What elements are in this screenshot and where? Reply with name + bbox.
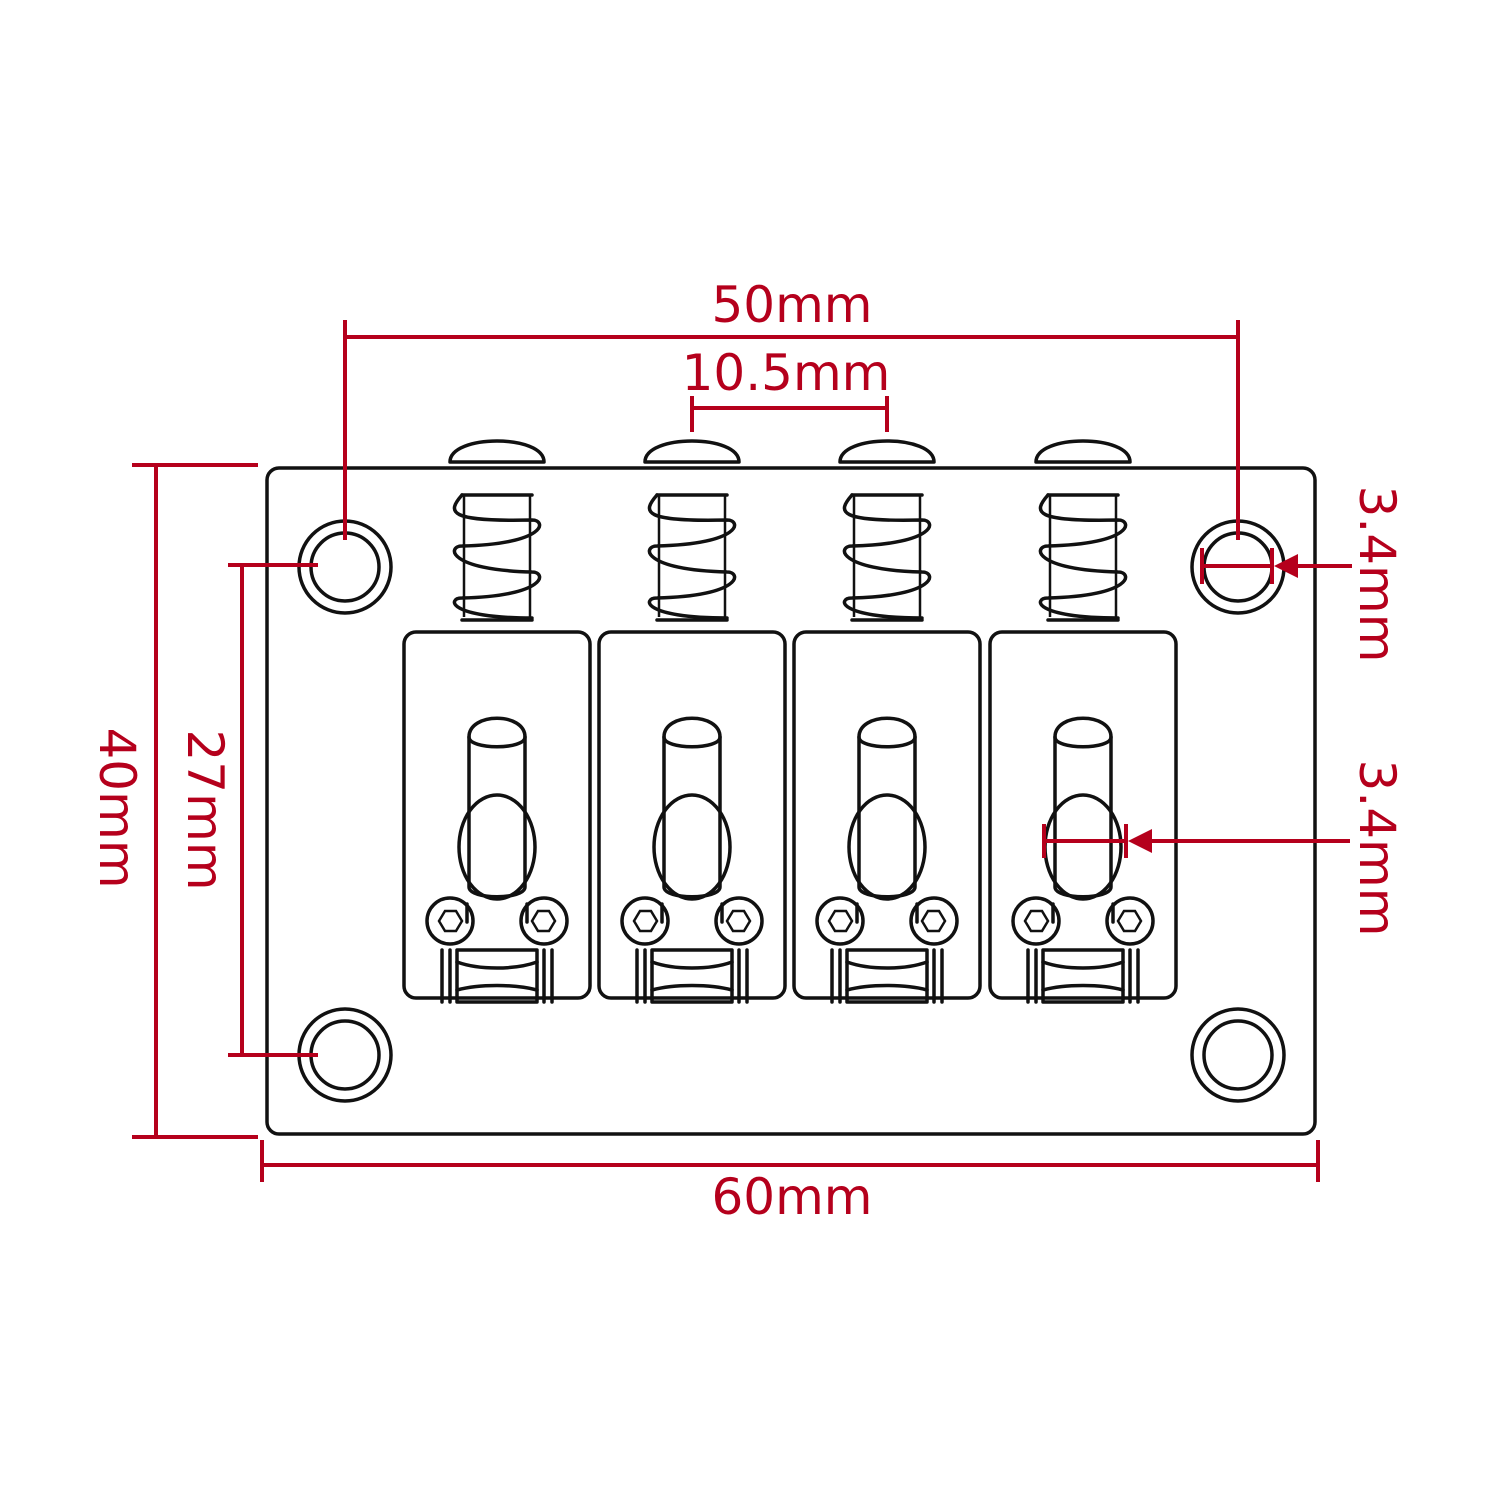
dimension-saddle-spacing: 10.5mm — [682, 344, 891, 432]
mount-holes — [297, 519, 1286, 1103]
label-mount-hole-3-4mm: 3.4mm — [1348, 486, 1406, 663]
mount-hole-bottom-right — [1190, 1007, 1286, 1103]
saddle-1 — [402, 439, 592, 1004]
dimension-mount-hole-diameter: 3.4mm — [1200, 486, 1406, 663]
label-string-hole-3-4mm: 3.4mm — [1348, 760, 1406, 937]
saddle-2 — [597, 439, 787, 1004]
base-plate — [265, 466, 1317, 1136]
saddle-4 — [988, 439, 1178, 1004]
label-27mm: 27mm — [176, 729, 234, 890]
saddle-3 — [792, 439, 982, 1004]
label-50mm: 50mm — [711, 276, 872, 334]
dimension-plate-width: 60mm — [260, 1140, 1320, 1226]
dimension-plate-height: 40mm — [88, 463, 258, 1139]
dimension-mount-spacing-height: 27mm — [176, 563, 318, 1057]
dimension-string-hole-diameter: 3.4mm — [1042, 760, 1406, 937]
label-10-5mm: 10.5mm — [682, 344, 891, 402]
label-60mm: 60mm — [711, 1168, 872, 1226]
label-40mm: 40mm — [88, 727, 146, 888]
saddles — [402, 439, 1178, 1004]
dimension-mount-spacing-width: 50mm — [343, 276, 1240, 540]
